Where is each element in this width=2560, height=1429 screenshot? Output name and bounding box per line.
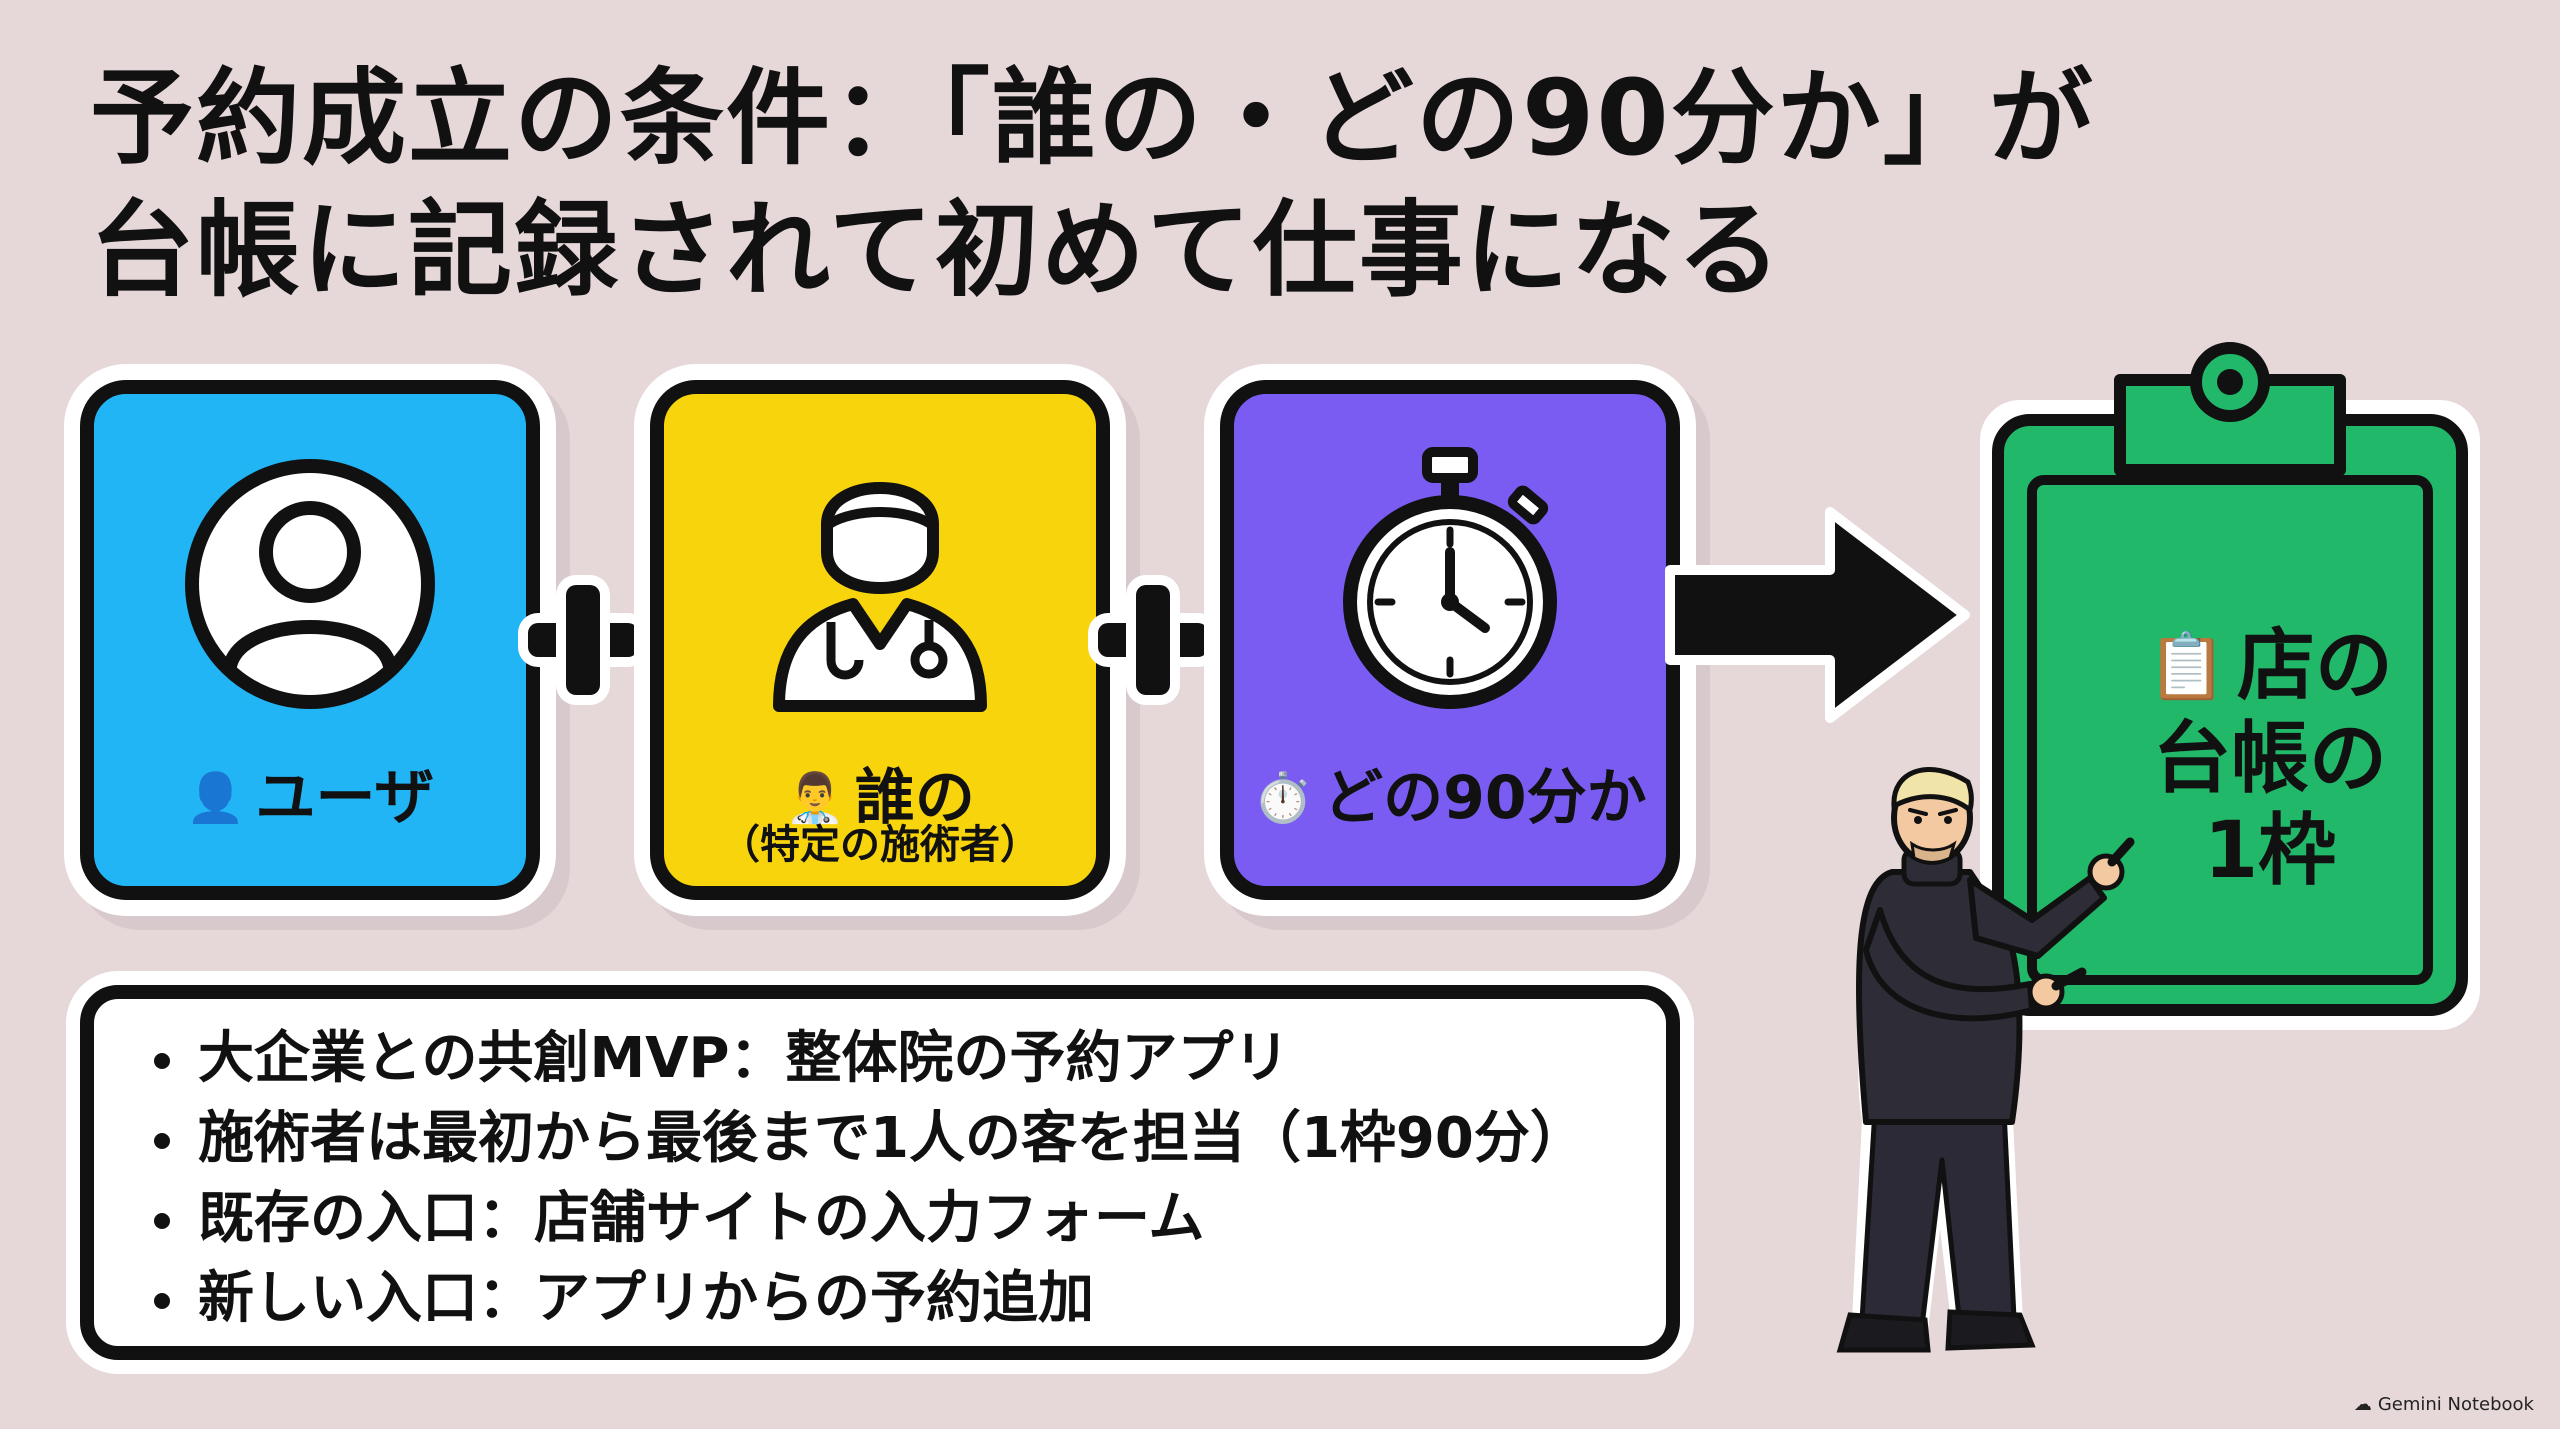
card-user-label: 👤ユーザ — [185, 763, 435, 833]
list-item: 大企業との共創MVP：整体院の予約アプリ — [154, 1019, 1666, 1099]
ledger-line-1: 📋店の — [2147, 621, 2393, 711]
card-staff-label: 👨‍⚕️誰の — [785, 763, 975, 833]
card-staff: 👨‍⚕️誰の （特定の施術者） — [650, 380, 1110, 900]
arrow-right-icon — [1665, 507, 1970, 723]
ledger-text: 📋店の 台帳の 1枠 — [2090, 620, 2450, 897]
card-time: ⏱️どの90分か — [1220, 380, 1680, 900]
card-user: 👤ユーザ — [80, 380, 540, 900]
page-title: 予約成立の条件：「誰の・どの90分か」が 台帳に記録されて初めて仕事になる — [90, 52, 2490, 316]
ledger-line-2: 台帳の — [2152, 714, 2387, 804]
stopwatch-emoji-icon: ⏱️ — [1253, 770, 1314, 826]
plus-icon — [528, 585, 638, 695]
list-item: 施術者は最初から最後まで1人の客を担当（1枠90分） — [154, 1099, 1666, 1179]
title-line-1: 予約成立の条件：「誰の・どの90分か」が — [90, 57, 2095, 179]
card-time-label: ⏱️どの90分か — [1253, 763, 1647, 833]
user-emoji-icon: 👤 — [185, 770, 246, 826]
presenter-figure — [1836, 767, 2135, 1353]
user-icon — [185, 459, 435, 709]
list-item: 既存の入口：店舗サイトの入力フォーム — [154, 1179, 1666, 1259]
footer-brand: ☁Gemini Notebook — [2353, 1394, 2534, 1415]
clipboard-icon — [1980, 342, 2480, 1030]
bullet-list: 大企業との共創MVP：整体院の予約アプリ 施術者は最初から最後まで1人の客を担当… — [94, 999, 1666, 1339]
clipboard-emoji-icon: 📋 — [2147, 630, 2227, 704]
stopwatch-icon — [1343, 447, 1557, 709]
doctor-icon — [773, 482, 987, 712]
ledger-line-3: 1枠 — [2203, 806, 2337, 896]
card-staff-sublabel: （特定の施術者） — [720, 822, 1040, 868]
doctor-emoji-icon: 👨‍⚕️ — [785, 770, 845, 826]
info-box: 大企業との共創MVP：整体院の予約アプリ 施術者は最初から最後まで1人の客を担当… — [80, 985, 1680, 1360]
title-line-2: 台帳に記録されて初めて仕事になる — [90, 189, 1783, 311]
plus-icon — [1098, 585, 1208, 695]
gemini-logo-icon: ☁ — [2353, 1394, 2372, 1415]
list-item: 新しい入口：アプリからの予約追加 — [154, 1259, 1666, 1339]
